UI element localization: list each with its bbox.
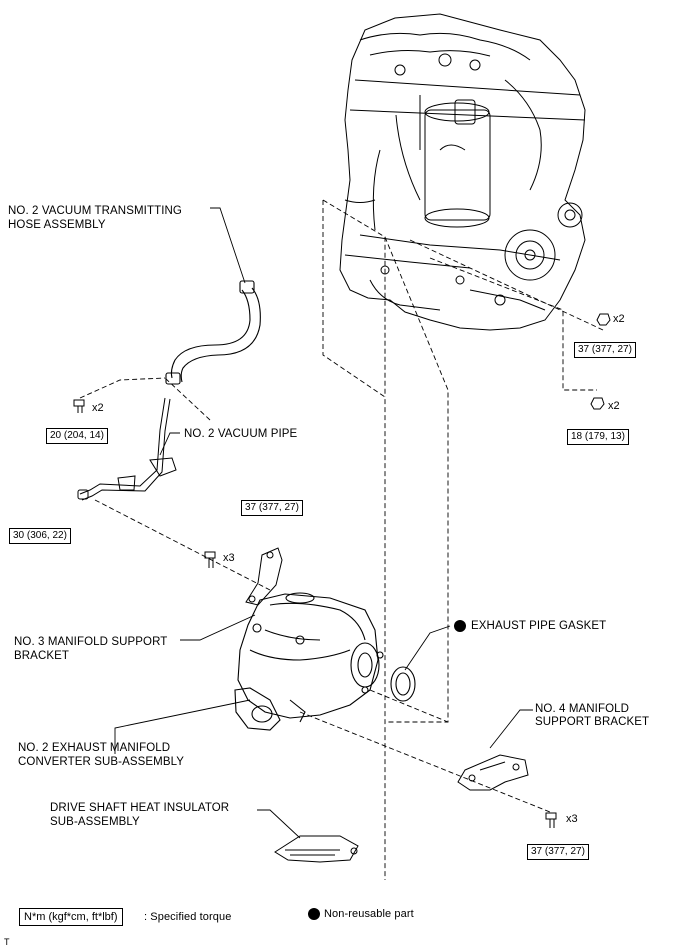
torque-spec-box: 37 (377, 27) bbox=[241, 500, 303, 516]
quantity-label: x2 bbox=[608, 400, 620, 412]
exhaust-manifold-converter bbox=[234, 592, 384, 731]
legend-non-reusable-marker bbox=[308, 908, 320, 920]
corner-mark: T bbox=[4, 937, 10, 947]
torque-spec-box: 18 (179, 13) bbox=[567, 429, 629, 445]
label-insulator-line1: DRIVE SHAFT HEAT INSULATOR bbox=[50, 802, 230, 814]
label-exhaust-gasket: EXHAUST PIPE GASKET bbox=[471, 620, 607, 632]
legend-torque-desc: : Specified torque bbox=[144, 911, 232, 923]
engine-assembly bbox=[339, 13, 586, 331]
bolt-group bbox=[73, 313, 611, 828]
label-vacuum-hose-line1: NO. 2 VACUUM TRANSMITTING bbox=[8, 205, 182, 217]
label-no4-bracket-line2: SUPPORT BRACKET bbox=[535, 716, 650, 728]
label-no3-bracket-line2: BRACKET bbox=[14, 650, 70, 662]
quantity-label: x2 bbox=[92, 402, 104, 414]
no3-bracket bbox=[245, 547, 283, 606]
quantity-label: x2 bbox=[613, 313, 625, 325]
non-reusable-marker bbox=[454, 620, 466, 632]
quantity-label: x3 bbox=[223, 552, 235, 564]
legend-non-reusable: Non-reusable part bbox=[324, 908, 414, 920]
label-no3-bracket-line1: NO. 3 MANIFOLD SUPPORT bbox=[14, 636, 168, 648]
label-manifold-converter-line2: CONVERTER SUB-ASSEMBLY bbox=[18, 756, 185, 768]
legend-torque-unit: N*m (kgf*cm, ft*lbf) bbox=[19, 908, 123, 926]
vacuum-hose bbox=[165, 280, 261, 385]
torque-spec-box: 20 (204, 14) bbox=[46, 428, 108, 444]
exhaust-gasket bbox=[390, 666, 416, 702]
torque-spec-box: 37 (377, 27) bbox=[527, 844, 589, 860]
torque-spec-box: 37 (377, 27) bbox=[574, 342, 636, 358]
label-insulator-line2: SUB-ASSEMBLY bbox=[50, 816, 140, 828]
label-vacuum-pipe: NO. 2 VACUUM PIPE bbox=[184, 428, 298, 440]
vacuum-pipe bbox=[77, 397, 177, 501]
quantity-label: x3 bbox=[566, 813, 578, 825]
label-no4-bracket-line1: NO. 4 MANIFOLD bbox=[535, 703, 630, 715]
label-vacuum-hose-line2: HOSE ASSEMBLY bbox=[8, 219, 106, 231]
heat-insulator bbox=[274, 835, 359, 863]
label-manifold-converter-line1: NO. 2 EXHAUST MANIFOLD bbox=[18, 742, 171, 754]
no4-bracket bbox=[457, 754, 529, 791]
torque-spec-box: 30 (306, 22) bbox=[9, 528, 71, 544]
